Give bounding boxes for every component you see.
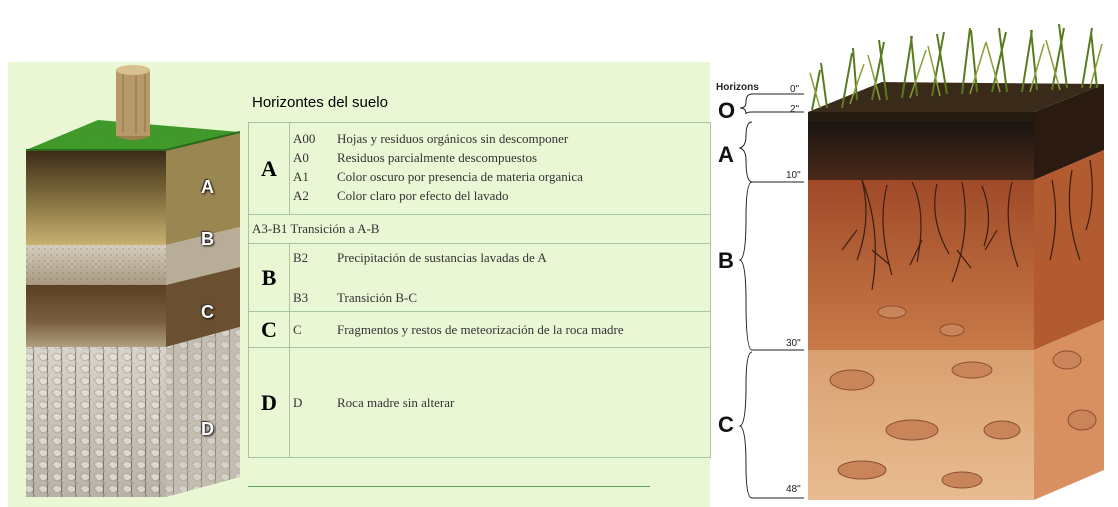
soil-label-d: D	[201, 419, 214, 439]
table-title: Horizontes del suelo	[252, 94, 388, 111]
horizon-details-b: B2 Precipitación de sustancias lavadas de…	[289, 243, 711, 312]
horizon-label-o: O	[718, 98, 736, 123]
table-row-d: D D Roca madre sin alterar	[248, 347, 711, 458]
soil-label-c: C	[201, 302, 214, 322]
table-row-b: B B2 Precipitación de sustancias lavadas …	[248, 243, 711, 312]
horizon-letter-d: D	[248, 347, 290, 458]
detail-code: A00	[293, 130, 316, 146]
detail-line: B3 Transición B-C	[290, 288, 710, 307]
detail-text: Roca madre sin alterar	[337, 394, 455, 410]
transition-cell: A3-B1 Transición a A-B	[248, 214, 711, 244]
detail-text: Residuos parcialmente descompuestos	[337, 149, 538, 165]
soil-horizons-illustration	[738, 23, 1104, 500]
detail-text: Color claro por efecto del lavado	[337, 187, 509, 203]
detail-text: Fragmentos y restos de meteorización de …	[337, 321, 624, 337]
divider	[248, 486, 650, 487]
horizon-letter-a: A	[248, 122, 290, 215]
horizon-label-a: A	[718, 142, 734, 167]
table-row-transition: A3-B1 Transición a A-B	[248, 214, 711, 244]
soil-label-b: B	[201, 229, 214, 249]
transition-text: A3-B1 Transición a A-B	[252, 221, 380, 236]
detail-code: D	[293, 394, 303, 410]
detail-line: B2 Precipitación de sustancias lavadas de…	[290, 248, 710, 267]
horizon-details-a: A00 Hojas y residuos orgánicos sin descom…	[289, 122, 711, 215]
table-row-a: A A00 Hojas y residuos orgánicos sin desc…	[248, 122, 711, 215]
detail-text: Precipitación de sustancias lavadas de A	[337, 249, 547, 265]
detail-code: A1	[293, 168, 309, 184]
detail-code: A2	[293, 187, 309, 203]
depth-label: 10"	[786, 170, 801, 181]
detail-line: A00 Hojas y residuos orgánicos sin descom…	[290, 129, 710, 148]
depth-label: 0"	[790, 84, 800, 95]
horizon-label-c: C	[718, 412, 734, 437]
detail-code: C	[293, 321, 302, 337]
detail-text: Transición B-C	[337, 289, 418, 305]
detail-code: B3	[293, 289, 309, 305]
soil-label-a: A	[201, 177, 214, 197]
detail-line: C Fragmentos y restos de meteorización de…	[290, 320, 710, 339]
depth-label: 2"	[790, 104, 800, 115]
left-panel: A B C D Horizontes del suelo A A00 Hojas …	[8, 62, 711, 507]
horizon-letter-c: C	[248, 311, 290, 348]
horizons-table: A A00 Hojas y residuos orgánicos sin desc…	[248, 122, 711, 458]
detail-code: B2	[293, 249, 309, 265]
detail-code: A0	[293, 149, 309, 165]
right-panel: Horizons 0" 2" 10" 30" 48" O A B C	[712, 0, 1118, 507]
detail-text: Hojas y residuos orgánicos sin descompon…	[337, 130, 569, 146]
detail-line: D Roca madre sin alterar	[290, 393, 710, 412]
soil-profile-illustration	[26, 65, 241, 497]
detail-text: Color oscuro por presencia de materia or…	[337, 168, 583, 184]
depth-label: 48"	[786, 484, 801, 495]
depth-label: 30"	[786, 338, 801, 349]
detail-line: A0 Residuos parcialmente descompuestos	[290, 148, 710, 167]
horizon-label-b: B	[718, 248, 734, 273]
table-row-c: C C Fragmentos y restos de meteorización …	[248, 311, 711, 348]
detail-line: A2 Color claro por efecto del lavado	[290, 186, 710, 205]
detail-line: A1 Color oscuro por presencia de materia …	[290, 167, 710, 186]
horizon-details-d: D Roca madre sin alterar	[289, 347, 711, 458]
horizon-letter-b: B	[248, 243, 290, 312]
horizon-details-c: C Fragmentos y restos de meteorización de…	[289, 311, 711, 348]
horizons-caption: Horizons	[716, 82, 759, 93]
